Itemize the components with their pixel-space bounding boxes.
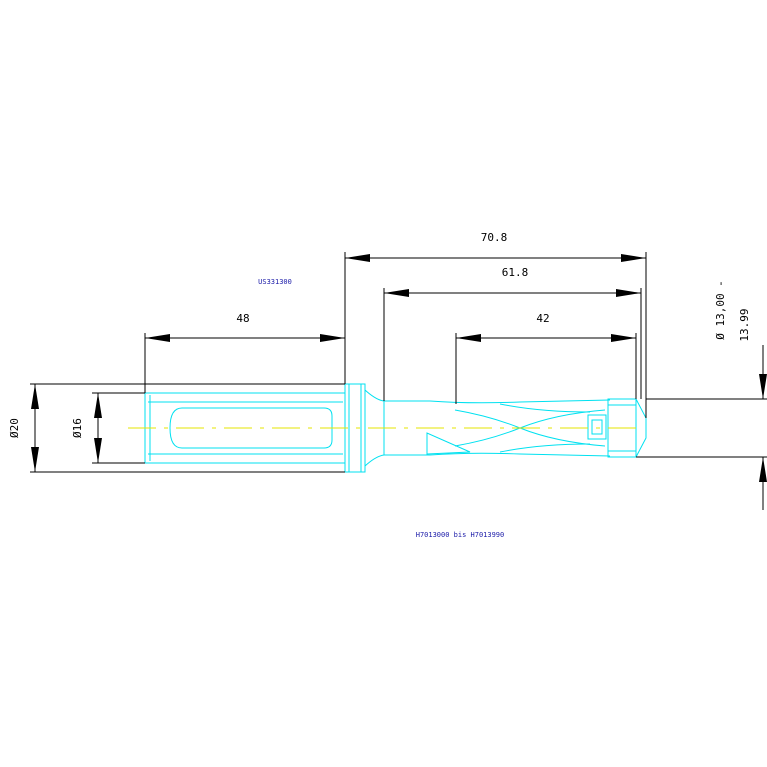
insert-range-code: H7013000 bis H7013990	[416, 531, 505, 539]
flute-upper	[429, 399, 611, 404]
dimension-lines	[31, 254, 767, 510]
extension-lines	[30, 252, 767, 473]
neck	[364, 389, 430, 402]
holder-code: US331300	[258, 278, 292, 286]
dim-length-flute-full: 61.8	[502, 266, 529, 279]
dim-dia-range-line2: 13.99	[738, 308, 751, 341]
dim-dia-range-line1: Ø 13,00 -	[714, 280, 727, 340]
dim-length-flute: 42	[536, 312, 549, 325]
chip-flute	[426, 432, 471, 455]
clamping-flat	[169, 407, 333, 449]
insert-seat	[587, 414, 607, 440]
dim-length-shank: 48	[236, 312, 249, 325]
dim-dia-shank: Ø16	[71, 418, 84, 438]
dim-dia-collar: Ø20	[8, 418, 21, 438]
dim-length-total: 70.8	[481, 231, 508, 244]
